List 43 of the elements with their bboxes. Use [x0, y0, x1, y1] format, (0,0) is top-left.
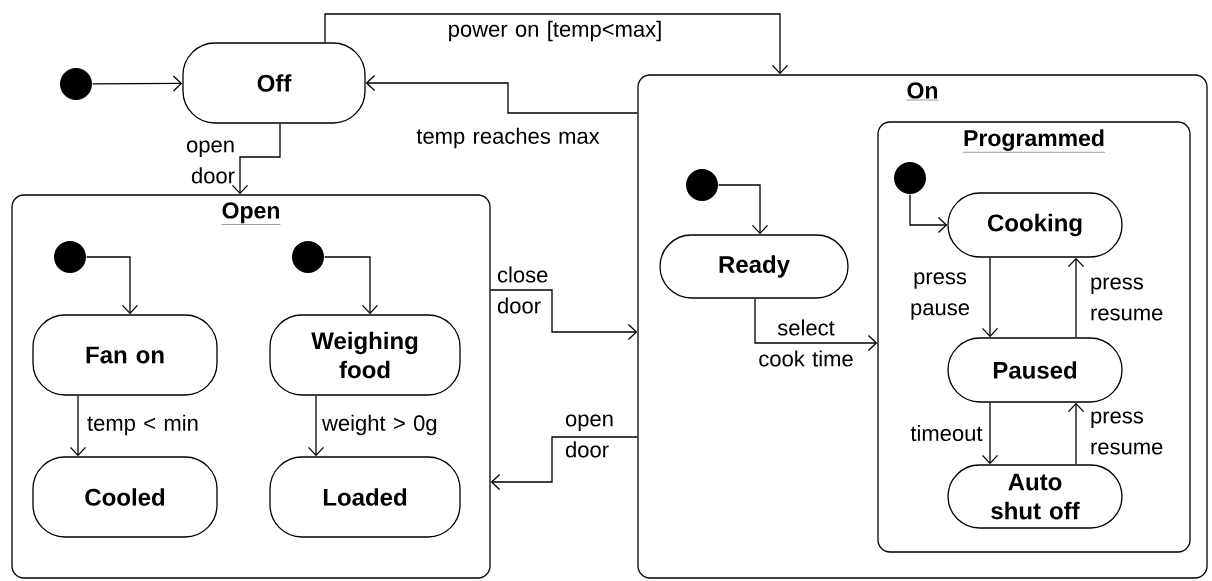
transition-arrow [754, 298, 878, 352]
edge-label: close door [497, 266, 548, 314]
state-box: Cooled [32, 456, 218, 538]
transition-arrow [490, 289, 638, 341]
transition-arrow [324, 13, 789, 75]
transition-arrow [365, 74, 638, 114]
transition-arrow [324, 256, 379, 315]
initial-state-dot [292, 241, 324, 273]
edge-label: press resume [1091, 277, 1163, 321]
state-box: Auto shut off [947, 464, 1123, 529]
transition-arrow [69, 395, 87, 457]
edge-label: open door [565, 414, 613, 458]
transition-arrow [92, 75, 183, 92]
edge-label: weight > 0g [321, 414, 437, 436]
transition-arrow [1067, 257, 1085, 338]
transition-arrow [490, 436, 638, 491]
initial-state-dot [60, 68, 92, 100]
edge-label: press resume [1091, 411, 1163, 455]
transition-arrow [981, 257, 999, 338]
edge-label: timeout [910, 424, 983, 442]
edge-label: temp reaches max [416, 127, 600, 149]
state-box: Loaded [269, 456, 461, 538]
state-box: Paused [947, 337, 1123, 403]
edge-label: select cook time [759, 319, 853, 367]
transition-arrow [981, 402, 999, 465]
edge-label: open door [187, 140, 235, 184]
state-box: Off [182, 42, 366, 124]
transition-arrow [718, 184, 769, 235]
edge-label: press pause [911, 272, 969, 320]
initial-state-dot [54, 241, 86, 273]
transition-arrow [86, 256, 139, 315]
transition-arrow [231, 123, 281, 195]
state-box: Ready [659, 234, 849, 299]
state-box: Fan on [32, 314, 218, 396]
transition-arrow [307, 395, 325, 457]
initial-state-dot [686, 169, 718, 201]
state-box: Cooking [947, 192, 1123, 258]
edge-label: power on [temp<max] [449, 20, 661, 42]
initial-state-dot [894, 162, 926, 194]
state-box: Weighing food [269, 314, 461, 396]
transition-arrow [909, 194, 948, 234]
transition-arrow [1067, 402, 1085, 465]
edge-label: temp < min [87, 414, 198, 436]
